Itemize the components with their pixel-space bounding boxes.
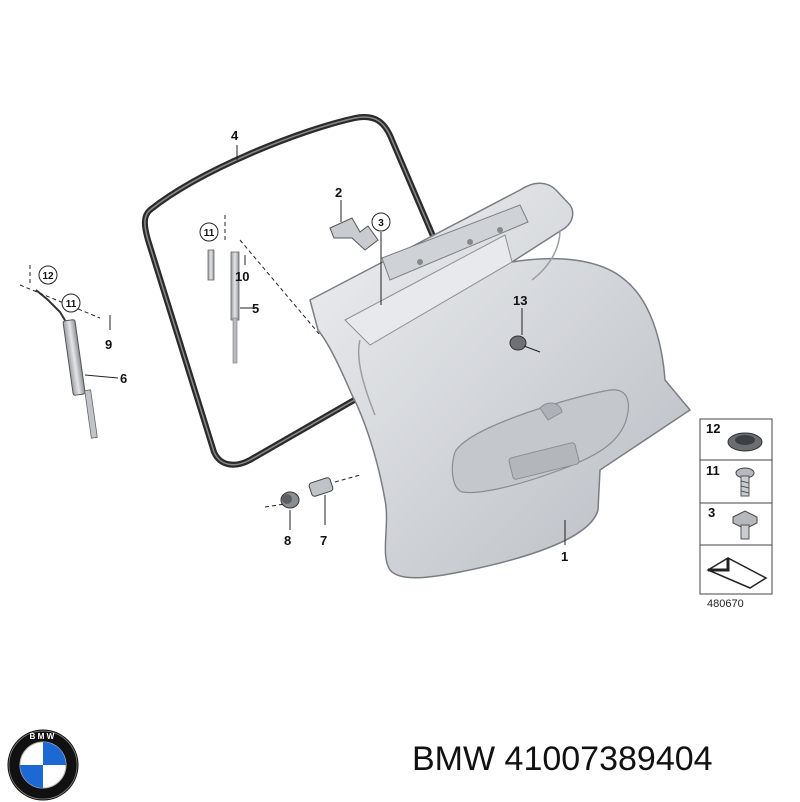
callout-7: 7: [320, 533, 327, 548]
grommet: [509, 335, 541, 353]
callout-10: 10: [235, 269, 249, 284]
part-heading: BMW 41007389404: [412, 740, 792, 784]
gas-strut-upper: [207, 249, 240, 364]
leader-lines: [19, 145, 566, 545]
callout-4: 4: [231, 128, 239, 143]
parts-legend: 12 11 3: [699, 418, 773, 595]
legend-grommet-icon: [727, 432, 763, 452]
callout-8: 8: [284, 533, 291, 548]
bmw-logo: BMW: [7, 729, 79, 801]
callout-6: 6: [120, 371, 127, 386]
callout-5: 5: [252, 301, 259, 316]
callout-2: 2: [335, 185, 342, 200]
tailgate-panel: [309, 182, 692, 579]
callout-13: 13: [513, 293, 527, 308]
callout-9: 9: [105, 337, 112, 352]
legend-label-11: 11: [706, 463, 720, 478]
legend-bolt-icon: [732, 510, 758, 540]
callout-3-circled: 3: [371, 212, 391, 232]
callout-3: 3: [378, 218, 384, 229]
hinge: [329, 217, 379, 251]
legend-label-3: 3: [708, 505, 715, 520]
legend-screw-icon: [735, 467, 755, 497]
gas-strut-left: [35, 289, 98, 439]
svg-text:BMW: BMW: [30, 732, 57, 741]
callout-11-lower: 11: [66, 299, 77, 310]
rubber-buffer: [280, 491, 300, 509]
callout-1: 1: [561, 549, 568, 564]
legend-seal-profile-icon: [706, 557, 768, 589]
lock-striker: [308, 477, 334, 497]
callout-12-circled: 12: [38, 265, 58, 285]
callout-11-upper-circled: 11: [199, 222, 219, 242]
callout-11-lower-circled: 11: [61, 293, 81, 313]
part-number: 41007389404: [504, 740, 713, 778]
brand-name: BMW: [412, 740, 496, 778]
reference-number: 480670: [707, 598, 744, 610]
callout-12: 12: [42, 271, 54, 282]
callout-11-upper: 11: [204, 228, 215, 239]
legend-label-12: 12: [706, 421, 720, 436]
